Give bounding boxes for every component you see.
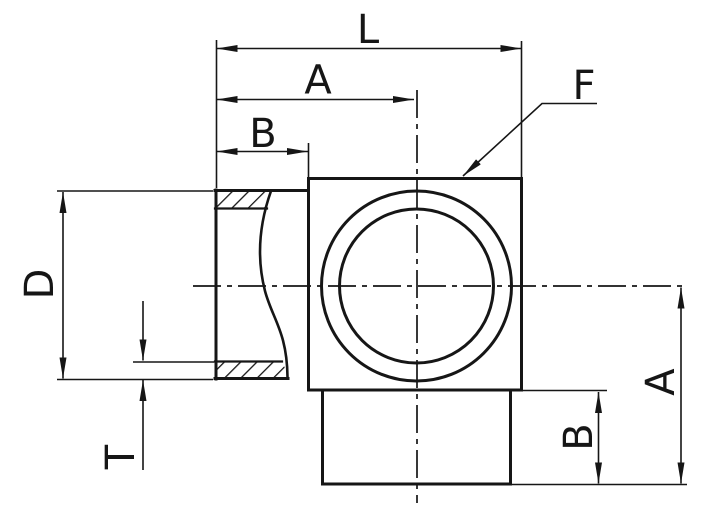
leader-line-F [462,102,597,177]
body-outline [307,177,523,392]
socket-section-break-curve [258,189,289,379]
dim-label-D: D [17,269,63,300]
dim-label-T: T [98,444,144,470]
dim-label-B-right: B [556,423,602,450]
dim-label-B-top: B [249,111,276,157]
section-hatch-bottom-wall [216,362,287,378]
dim-label-A-right: A [638,368,684,396]
surface-label-F: F [572,63,595,109]
dim-label-L: L [357,7,380,53]
dim-label-A-top: A [304,58,332,104]
section-hatch-top-wall [216,191,271,208]
